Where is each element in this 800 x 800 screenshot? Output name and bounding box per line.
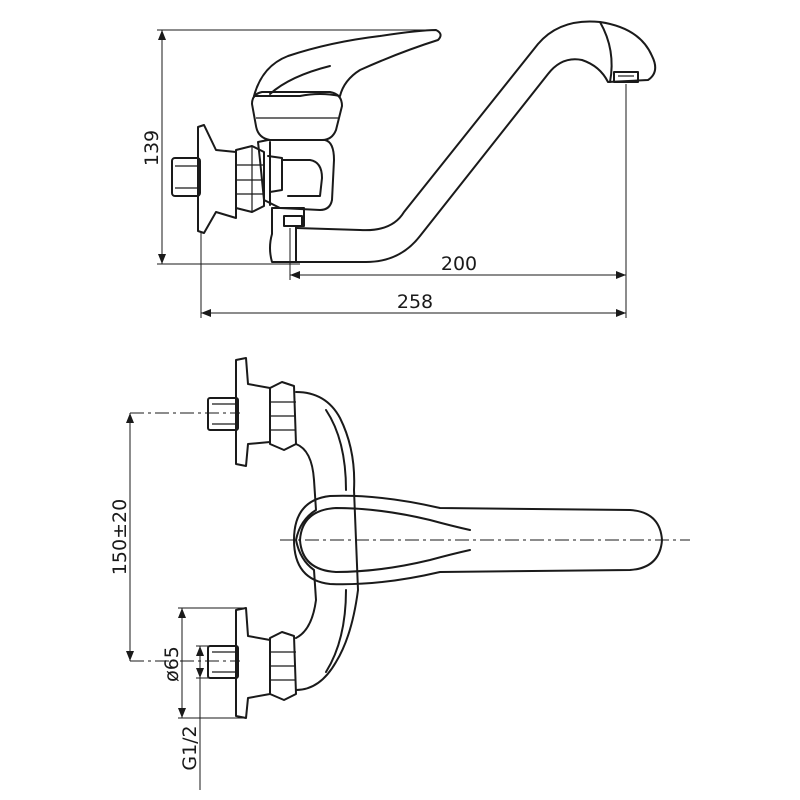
side-spout <box>295 20 657 263</box>
side-wall-flange <box>197 124 237 234</box>
reach-dimension: 200 <box>289 84 627 280</box>
reach-label: 200 <box>441 253 477 275</box>
side-lever-handle <box>253 29 442 97</box>
lower-inlet-pipe <box>207 645 239 679</box>
thread-dimension: G1/2 <box>179 645 212 790</box>
flange-label: ø65 <box>161 646 183 682</box>
upper-inlet <box>207 357 297 467</box>
upper-inlet-pipe <box>207 397 239 431</box>
height-label: 139 <box>141 130 163 166</box>
side-valve-body <box>257 139 335 211</box>
flange-dimension: ø65 <box>161 607 246 719</box>
thread-label: G1/2 <box>179 725 201 770</box>
plan-lever-handle <box>293 494 663 586</box>
plan-view: 150±20 ø65 G1/2 <box>109 357 690 790</box>
upper-wall-flange <box>235 357 271 467</box>
lower-hex-nut <box>269 631 297 701</box>
spacing-label: 150±20 <box>109 499 131 575</box>
plan-valve-body <box>295 391 359 691</box>
side-view: 139 200 258 <box>141 20 657 318</box>
height-dimension: 139 <box>141 29 430 265</box>
side-inlet-pipe <box>171 157 201 197</box>
overall-label: 258 <box>397 291 433 313</box>
overall-dimension: 258 <box>200 232 627 318</box>
lower-wall-flange <box>235 607 271 719</box>
lower-inlet <box>207 607 297 719</box>
side-aerator <box>613 71 639 83</box>
side-spout-ring <box>283 215 303 227</box>
side-cartridge <box>251 91 343 141</box>
spacing-dimension: 150±20 <box>109 413 134 661</box>
